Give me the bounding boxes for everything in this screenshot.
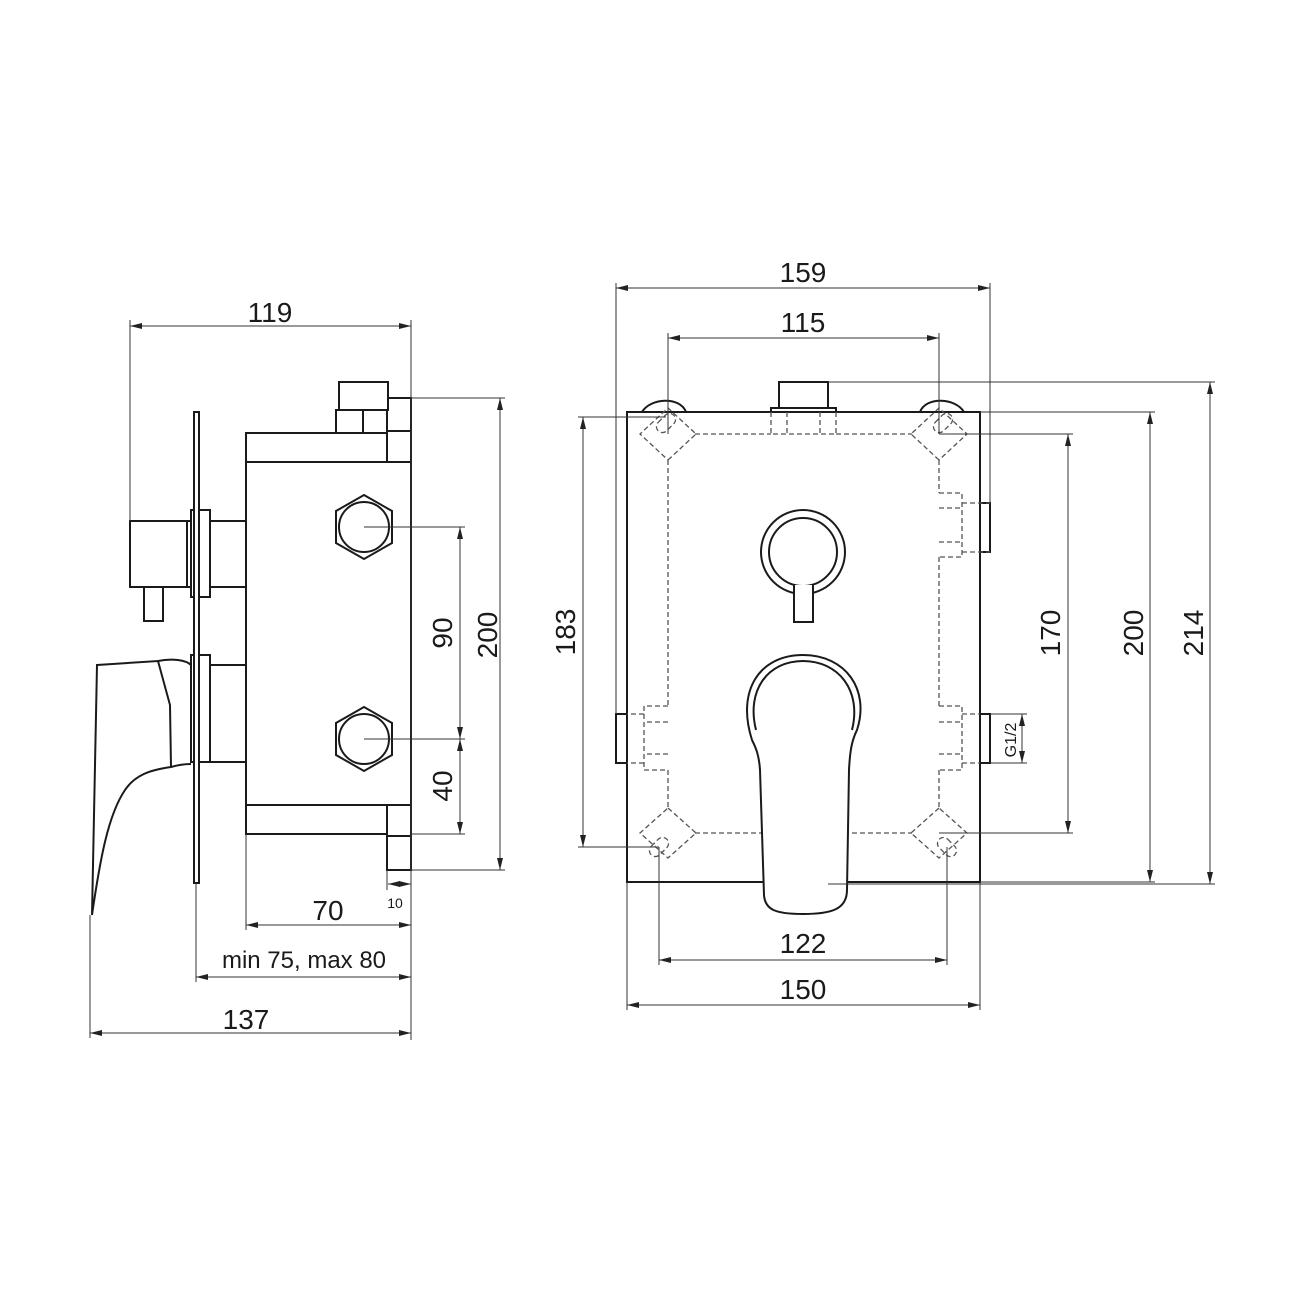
dim-170: 170 bbox=[1035, 610, 1066, 657]
mixer-lever-front bbox=[746, 653, 862, 916]
dim-install-range: min 75, max 80 bbox=[222, 947, 386, 974]
top-fitting-front bbox=[778, 381, 829, 409]
diverter-knob-front bbox=[760, 509, 846, 623]
dim-115: 115 bbox=[781, 307, 826, 338]
dim-122: 122 bbox=[780, 928, 827, 959]
spindle-lines bbox=[210, 520, 246, 763]
dim-159: 159 bbox=[780, 257, 827, 288]
mixer-lever-side bbox=[91, 659, 173, 916]
top-cap bbox=[338, 381, 389, 411]
valve-body bbox=[245, 432, 412, 835]
diverter-stem bbox=[143, 586, 164, 622]
dim-90: 90 bbox=[427, 617, 458, 648]
left-lower-inlet bbox=[615, 713, 628, 764]
bottom-fitting bbox=[386, 804, 412, 837]
cover-plate bbox=[193, 411, 200, 884]
dim-150: 150 bbox=[780, 974, 827, 1005]
top-nut bbox=[335, 409, 388, 434]
dim-183: 183 bbox=[550, 609, 581, 656]
lug-arcs bbox=[641, 399, 965, 413]
dim-70: 70 bbox=[312, 895, 343, 926]
dim-200-side: 200 bbox=[472, 612, 503, 659]
top-fitting bbox=[386, 397, 412, 432]
dim-40: 40 bbox=[427, 770, 458, 801]
dim-119: 119 bbox=[248, 297, 293, 328]
diverter-knob bbox=[129, 520, 188, 588]
right-lower-inlet bbox=[979, 713, 991, 764]
side-view: 119 90 40 200 10 70 min 75, max 80 137 bbox=[89, 297, 505, 1040]
front-view: 159 115 183 170 200 214 G1/2 122 150 bbox=[550, 257, 1215, 1010]
dim-214: 214 bbox=[1178, 610, 1209, 657]
dim-137: 137 bbox=[223, 1004, 270, 1035]
thread-label: G1/2 bbox=[1003, 723, 1020, 758]
dim-10: 10 bbox=[387, 895, 403, 911]
lever-neck bbox=[157, 658, 192, 768]
dim-200-front: 200 bbox=[1118, 610, 1149, 657]
